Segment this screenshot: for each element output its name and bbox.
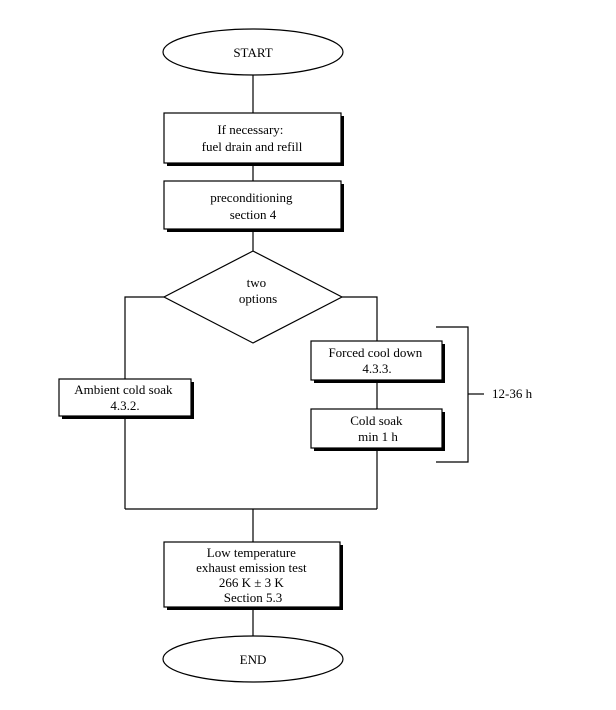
fuel-drain-label: If necessary: fuel drain and refill (202, 122, 303, 154)
forced-cool-down-label: Forced cool down 4.3.3. (328, 345, 425, 376)
ambient-cold-soak-box: Ambient cold soak 4.3.2. (58, 378, 194, 419)
preconditioning-box: preconditioning section 4 (163, 180, 344, 232)
forced-cool-down-box: Forced cool down 4.3.3. (310, 340, 445, 383)
connector-decision-right (342, 296, 378, 341)
cold-soak-box: Cold soak min 1 h (310, 408, 445, 451)
start-label: START (233, 45, 272, 60)
start-node: START (162, 28, 344, 76)
low-temperature-test-box: Low temperature exhaust emission test 26… (163, 541, 343, 610)
duration-bracket: 12-36 h (436, 326, 533, 463)
fuel-drain-box: If necessary: fuel drain and refill (163, 112, 344, 166)
preconditioning-label: preconditioning section 4 (210, 190, 296, 222)
connector-decision-left (124, 296, 164, 379)
duration-label: 12-36 h (492, 386, 533, 401)
cold-soak-label: Cold soak min 1 h (350, 413, 406, 444)
low-temperature-test-label: Low temperature exhaust emission test 26… (196, 545, 310, 605)
ambient-cold-soak-label: Ambient cold soak 4.3.2. (74, 382, 175, 413)
connectors (124, 75, 378, 636)
decision-label: two options (239, 275, 277, 306)
decision-diamond: two options (162, 250, 344, 344)
end-label: END (240, 652, 267, 667)
end-node: END (162, 635, 344, 683)
